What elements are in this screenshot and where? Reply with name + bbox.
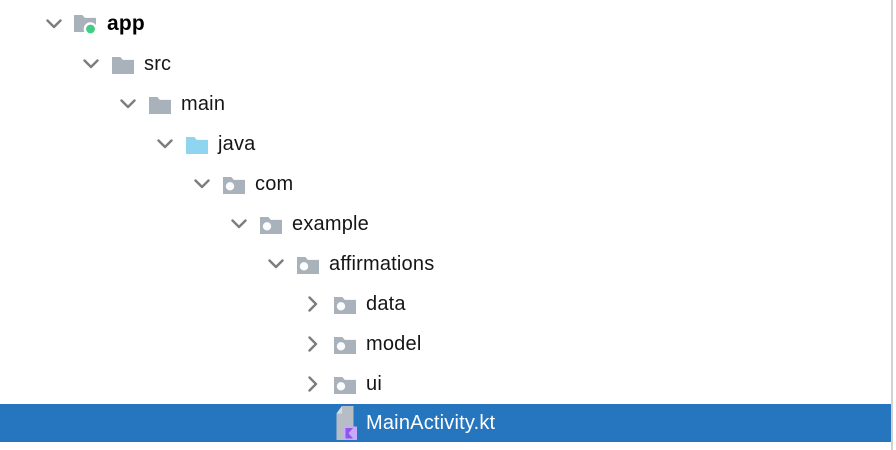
tree-row-label: ui xyxy=(366,372,382,395)
tree-row-app[interactable]: app xyxy=(0,4,891,44)
tree-row-label: data xyxy=(366,292,406,315)
package-icon xyxy=(221,174,247,195)
tree-row-label: app xyxy=(107,12,145,35)
tree-row-affirmations[interactable]: affirmations xyxy=(0,244,891,284)
package-icon xyxy=(258,214,284,235)
package-icon xyxy=(332,374,358,395)
chevron-down-icon[interactable] xyxy=(120,96,136,112)
package-icon xyxy=(295,254,321,275)
chevron-spacer xyxy=(305,415,321,431)
chevron-down-icon[interactable] xyxy=(268,256,284,272)
tree-row-model[interactable]: model xyxy=(0,324,891,364)
tree-row-label: model xyxy=(366,332,422,355)
package-icon xyxy=(332,294,358,315)
tree-row-label: MainActivity.kt xyxy=(366,411,496,434)
tree-row-java[interactable]: java xyxy=(0,124,891,164)
tree-row-com[interactable]: com xyxy=(0,164,891,204)
chevron-right-icon[interactable] xyxy=(305,336,321,352)
chevron-right-icon[interactable] xyxy=(305,296,321,312)
tree-row-ui[interactable]: ui xyxy=(0,364,891,404)
tree-row-label: example xyxy=(292,212,369,235)
tree-row-label: main xyxy=(181,92,226,115)
chevron-down-icon[interactable] xyxy=(83,56,99,72)
tree-row-main[interactable]: main xyxy=(0,84,891,124)
chevron-down-icon[interactable] xyxy=(157,136,173,152)
folder-icon xyxy=(110,54,136,75)
tree-row-label: affirmations xyxy=(329,252,435,275)
folder-icon xyxy=(147,94,173,115)
chevron-right-icon[interactable] xyxy=(305,376,321,392)
source-folder-icon xyxy=(184,134,210,155)
panel-right-border xyxy=(891,0,893,450)
kotlin-file-icon xyxy=(332,404,358,442)
package-icon xyxy=(332,334,358,355)
tree-row-mainactivity-kt[interactable]: MainActivity.kt xyxy=(0,404,891,442)
tree-row-src[interactable]: src xyxy=(0,44,891,84)
tree-row-label: java xyxy=(218,132,256,155)
chevron-down-icon[interactable] xyxy=(194,176,210,192)
tree-row-data[interactable]: data xyxy=(0,284,891,324)
tree-row-example[interactable]: example xyxy=(0,204,891,244)
tree-row-label: com xyxy=(255,172,294,195)
tree-row-label: src xyxy=(144,52,172,75)
chevron-down-icon[interactable] xyxy=(231,216,247,232)
chevron-down-icon[interactable] xyxy=(46,16,62,32)
module-folder-icon xyxy=(73,12,99,36)
